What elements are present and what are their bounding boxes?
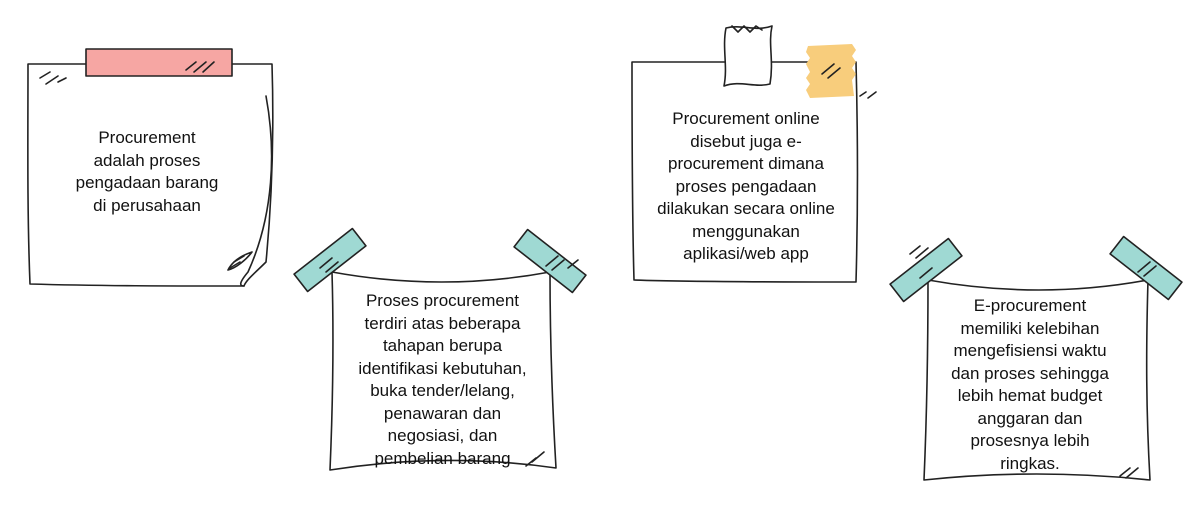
note-1 (27, 48, 274, 287)
note-2 (293, 227, 587, 471)
note-4-paper (923, 279, 1151, 481)
note-4-line: anggaran dan (977, 408, 1083, 428)
note-1-line: Procurement (98, 128, 196, 147)
note-4-tape-left (889, 237, 963, 303)
note-2-tape-hatch-right (545, 255, 579, 271)
note-3-line: menggunakan (692, 221, 800, 241)
note-4-tape-hatch-right (1137, 261, 1157, 277)
note-2-line: buka tender/lelang, (370, 381, 515, 400)
note-4 (889, 235, 1183, 481)
note-4-line: prosesnya lebih (970, 431, 1090, 450)
note-3 (631, 25, 877, 283)
note-2-tape-right (513, 228, 587, 294)
note-3-line: aplikasi/web app (683, 244, 809, 263)
note-4-tape-right (1109, 235, 1183, 301)
note-3-line: procurement dimana (668, 154, 824, 173)
note-2-corner-mark (525, 451, 545, 467)
note-2-paper (329, 271, 557, 471)
note-1-line: di perusahaan (93, 195, 201, 215)
note-3-line: dilakukan secara online (657, 199, 835, 218)
note-4-text: E-procurement memiliki kelebihan mengefi… (930, 295, 1130, 475)
note-4-line: lebih hemat budget (957, 386, 1103, 405)
note-4-corner-mark (1119, 467, 1139, 479)
note-3-corner-mark (859, 91, 877, 99)
note-2-line: negosiasi, dan (387, 426, 498, 445)
note-1-curl (239, 95, 273, 287)
note-2-line: identifikasi kebutuhan, (358, 358, 527, 378)
note-1-curl-mark (229, 255, 245, 269)
note-3-line: Procurement online (672, 109, 820, 128)
note-2-line: tahapan berupa (382, 336, 503, 355)
note-2-line: Proses procurement (365, 291, 520, 310)
note-3-tape-white-edge (731, 25, 763, 33)
note-3-line: proses pengadaan (675, 176, 817, 196)
note-1-line: adalah proses (93, 150, 201, 170)
note-2-line: terdiri atas beberapa (364, 313, 521, 333)
note-1-line: pengadaan barang (75, 173, 219, 192)
note-3-tape-yellow-hatch (821, 63, 841, 79)
note-4-line: mengefisiensi waktu (953, 341, 1107, 360)
note-4-line: ringkas. (1000, 453, 1060, 473)
note-2-line: pembelian barang (374, 448, 511, 468)
note-4-tape-hatch-left (909, 245, 933, 279)
note-1-tape (85, 48, 233, 77)
note-3-tape-yellow (806, 44, 856, 98)
note-3-text: Procurement online disebut juga e- procu… (640, 108, 852, 266)
note-3-line: disebut juga e- (690, 131, 802, 151)
note-4-line: dan proses sehingga (951, 363, 1109, 383)
note-1-corner-mark (39, 71, 67, 85)
note-3-paper (631, 61, 859, 283)
note-4-line: memiliki kelebihan (960, 318, 1100, 338)
note-2-line: penawaran dan (383, 403, 502, 423)
note-3-tape-white (723, 25, 773, 87)
note-1-text: Procurement adalah proses pengadaan bara… (52, 127, 242, 217)
note-2-text: Proses procurement terdiri atas beberapa… (340, 290, 545, 470)
note-4-line: E-procurement (973, 296, 1087, 315)
note-2-tape-hatch-left (319, 257, 339, 273)
note-1-tape-hatch (185, 61, 215, 73)
